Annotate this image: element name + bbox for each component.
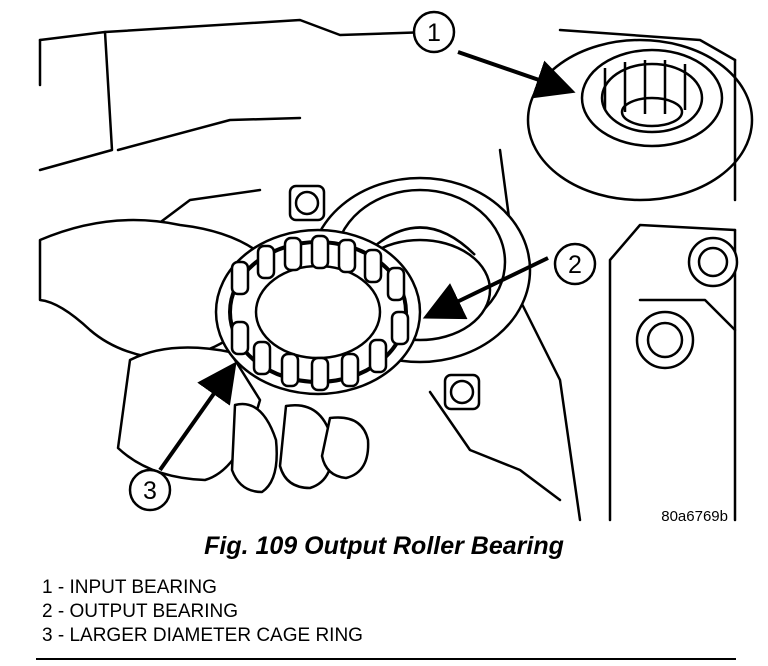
svg-text:3: 3 xyxy=(143,477,157,505)
svg-text:1: 1 xyxy=(427,19,441,47)
leader-arrow-1 xyxy=(457,50,576,99)
bottom-rule xyxy=(36,658,736,660)
case-bores xyxy=(635,236,739,370)
bearing-rollers xyxy=(230,234,410,392)
figure-caption: Fig. 109 Output Roller Bearing xyxy=(204,532,564,560)
callout-2: 2 xyxy=(553,242,597,286)
callout-3: 3 xyxy=(128,468,172,512)
legend-item-3: 3 - LARGER DIAMETER CAGE RING xyxy=(42,625,363,646)
output-shaft-housing xyxy=(526,38,754,202)
transmission-case-outline xyxy=(38,18,737,522)
figure-code: 80a6769b xyxy=(661,508,728,525)
roller-bearing xyxy=(214,228,422,396)
svg-text:2: 2 xyxy=(568,251,582,279)
callout-1: 1 xyxy=(412,10,456,54)
leader-arrow-3 xyxy=(158,361,237,472)
leader-arrow-2 xyxy=(422,256,549,320)
legend: 1 - INPUT BEARING 2 - OUTPUT BEARING 3 -… xyxy=(42,576,363,648)
legend-item-1: 1 - INPUT BEARING xyxy=(42,577,217,598)
leader-arrows xyxy=(158,50,576,472)
legend-item-2: 2 - OUTPUT BEARING xyxy=(42,601,239,622)
mounting-bolts xyxy=(288,184,481,411)
bearing-illustration: 1 2 3 80a6769b xyxy=(38,10,754,525)
